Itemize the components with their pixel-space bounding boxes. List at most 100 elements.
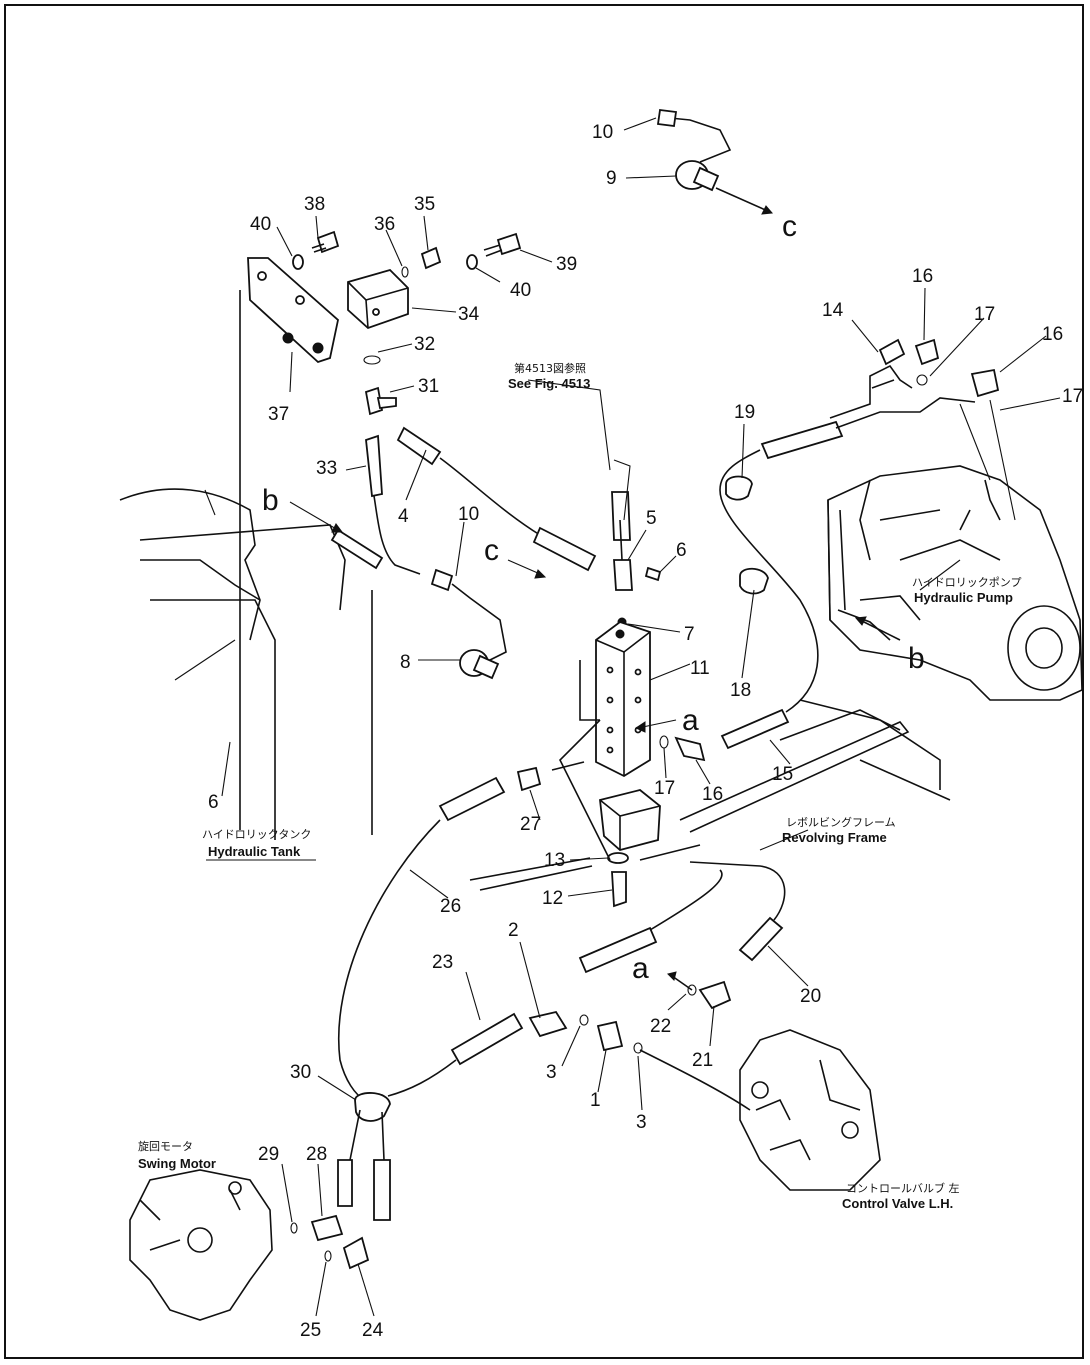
callout-c-mid: c: [484, 534, 499, 567]
elbow-27-line: [551, 761, 585, 771]
callout-33: 33: [316, 458, 337, 479]
callout-17a: 17: [654, 778, 675, 799]
hose-fitting-23: [450, 1012, 524, 1066]
callout-b-left: b: [262, 484, 279, 517]
sensor-8: [430, 568, 507, 680]
hose-20-line: [689, 861, 786, 921]
callout-1: 1: [590, 1090, 601, 1111]
callout-8: 8: [400, 652, 411, 673]
callout-a-mid: a: [682, 704, 699, 737]
elbow-27-fitting: [516, 766, 542, 792]
hose-fitting-20-right: [738, 916, 784, 962]
hose-23-line: [387, 1059, 457, 1097]
callout-4: 4: [398, 506, 409, 527]
callout-25: 25: [300, 1320, 321, 1341]
callout-15: 15: [772, 764, 793, 785]
callout-24: 24: [362, 1320, 384, 1341]
elbow-24: [342, 1236, 370, 1270]
bracket-plate: [247, 257, 339, 364]
callout-11: 11: [690, 658, 710, 679]
hose-fitting-15: [720, 708, 790, 750]
washer-13: [607, 852, 629, 864]
plug-6: [644, 566, 662, 582]
pipe-14: [829, 338, 976, 429]
hydraulic-tank-outline: [119, 290, 373, 840]
arrow-head-b-pump: [854, 616, 867, 626]
callout-31: 31: [418, 376, 439, 397]
callout-16b: 16: [912, 266, 933, 287]
leader-b-pump: [859, 619, 901, 641]
arrow-head-c: [761, 205, 774, 215]
leader-c-arrow: [715, 187, 771, 213]
valve-5: [611, 491, 633, 591]
control-valve-outline: [739, 1029, 881, 1191]
see-fig-jp-caption: 第4513図参照: [514, 361, 586, 375]
washer-40a: [292, 254, 304, 270]
callout-17c: 17: [1062, 386, 1083, 407]
see-fig-caption: See Fig. 4513: [508, 376, 590, 391]
hose-fitting-4-top: [396, 426, 442, 466]
valve-caption: Control Valve L.H.: [842, 1196, 953, 1211]
elbow-16: [674, 736, 706, 762]
see-fig-leader: [613, 459, 631, 521]
callout-a-lower: a: [632, 952, 649, 985]
callout-12: 12: [542, 888, 563, 909]
pump-caption: Hydraulic Pump: [914, 590, 1013, 605]
frame-link-lines: [559, 719, 701, 861]
hydraulic-pump-outline: [827, 399, 1083, 701]
callout-labels: 10 9 c 40 38 36 35 39 40 34 32 37 31 33 …: [208, 122, 1083, 1341]
diagram-frame: [4, 4, 1084, 1359]
elbow-21: [698, 980, 732, 1010]
hose-fitting-28a: [337, 1159, 353, 1207]
hose-4-line: [439, 457, 541, 536]
frame-caption: Revolving Frame: [782, 830, 887, 845]
elbow-28: [310, 1214, 344, 1242]
callout-10b: 10: [458, 504, 479, 525]
callout-32: 32: [414, 334, 435, 355]
callout-30: 30: [290, 1062, 311, 1083]
hose-end-b: [330, 528, 384, 570]
o-ring-29: [290, 1222, 298, 1234]
block-34: [347, 268, 409, 330]
callout-10a: 10: [592, 122, 613, 143]
hose-fitting-4-bottom: [532, 526, 597, 572]
swing-jp-caption: 旋回モータ: [138, 1139, 193, 1153]
clamp-19: [725, 475, 753, 501]
swing-caption: Swing Motor: [138, 1156, 216, 1171]
callout-3b: 3: [636, 1112, 647, 1133]
callout-28: 28: [306, 1144, 327, 1165]
callout-13: 13: [544, 850, 565, 871]
callout-3a: 3: [546, 1062, 557, 1083]
hose-fitting-26: [438, 776, 506, 822]
hose-33-line: [373, 495, 421, 575]
o-ring-17b: [916, 374, 928, 386]
hose-fitting-15-top: [760, 420, 844, 460]
callout-36: 36: [374, 214, 395, 235]
clamp-30: [354, 1092, 391, 1122]
bracket-27: [599, 789, 661, 851]
hose-fitting-20-left: [578, 926, 658, 974]
o-ring-3a: [579, 1014, 589, 1026]
arrow-head-a-lower: [667, 971, 677, 981]
callout-14: 14: [822, 300, 844, 321]
callout-b-pump: b: [908, 642, 925, 675]
bolt-38: [311, 230, 340, 254]
callout-22: 22: [650, 1016, 671, 1037]
callout-19: 19: [734, 402, 755, 423]
leader-a-lower: [671, 975, 693, 991]
o-ring-25: [324, 1250, 332, 1262]
o-ring-32: [363, 355, 381, 365]
leader-lines: [221, 117, 1061, 1317]
manifold-block-11: [579, 620, 651, 778]
callout-40a: 40: [250, 214, 271, 235]
o-ring-22: [687, 984, 697, 996]
elbow-16c: [970, 368, 1000, 398]
tank-jp-caption: ハイドロリックタンク: [202, 828, 311, 841]
clamp-18: [739, 567, 769, 595]
callout-6b: 6: [208, 792, 219, 813]
callout-27: 27: [520, 814, 541, 835]
callout-16c: 16: [1042, 324, 1063, 345]
tee-2: [528, 1010, 568, 1038]
valve-jp-caption: コントロールバルブ 左: [846, 1181, 960, 1195]
